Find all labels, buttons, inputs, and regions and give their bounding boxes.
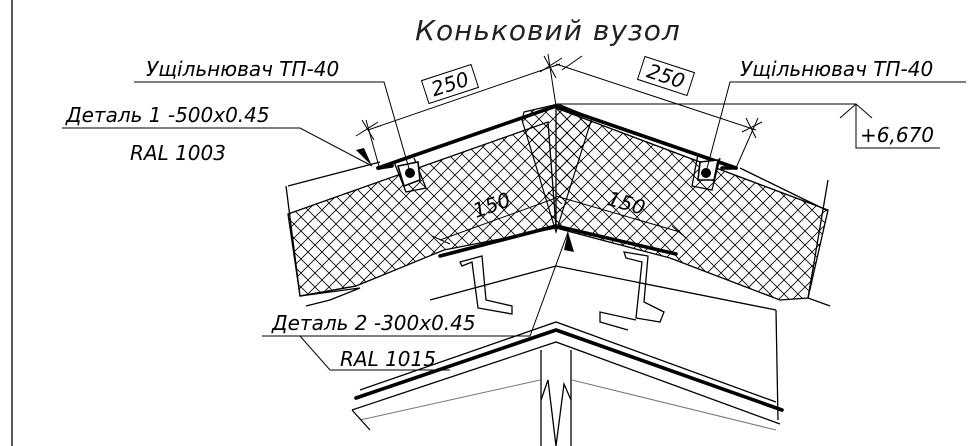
lower-roof-top [359,321,777,403]
left-panel-top-skin [287,161,381,187]
dim-ext-center [547,53,557,107]
dim-inner-left-line [439,197,557,241]
dim-box-left [420,63,480,105]
right-panel-top-skin [739,167,827,211]
dim-inner-ticks [431,191,687,245]
dim-right-250-line [555,63,757,131]
right-panel-outer-edge [807,179,831,307]
dim-inner-right-line [555,195,681,233]
roof-underline-left [359,379,541,421]
right-purlin-lower [599,311,637,331]
left-sealant-core [405,168,415,178]
label-detail-1-color: RAL 1003 [130,141,226,165]
dim-tick-center-r [561,55,583,71]
dim-tick-left [355,119,379,141]
elevation-arrow [839,103,873,119]
ridge-beam-break [540,379,572,446]
right-purlin [623,251,665,323]
ridge-cap-left-hem [376,164,394,170]
drawing-title: Коньковий вузол [415,14,681,47]
leader-sealant-left [134,81,411,173]
left-purlin [459,255,513,315]
left-sealant [393,157,427,193]
leader-detail-2 [262,231,569,337]
lower-roof-bottom [351,341,781,425]
right-sealant [691,153,721,191]
roof-underline-right [571,379,777,431]
right-sealant-core [701,168,711,178]
leader-sealant-right [705,81,966,173]
elevation-value: +6,670 [860,123,934,147]
label-sealant-left: Ущільнювач ТП-40 [146,57,339,81]
dim-tick-right [741,117,763,139]
dim-box-right [636,55,696,97]
inner-ridge-detail-2 [438,224,678,258]
label-sealant-right: Ущільнювач ТП-40 [740,57,933,81]
lower-roof-sheet [354,328,784,412]
right-sandwich-panel [555,107,829,301]
leader-detail-2-color [299,335,450,371]
label-detail-2-color: RAL 1015 [340,347,436,371]
left-sandwich-panel [287,121,557,297]
dim-ext-left [365,119,381,171]
leader-detail-1-arrow [356,148,372,166]
leader-detail-1 [62,127,373,167]
label-detail-1-name: Деталь 1 -500x0.45 [65,103,270,127]
elevation-line [556,103,940,149]
dim-tick-center [539,55,563,79]
roof-bottom-left-edge [351,409,371,431]
label-detail-2-name: Деталь 2 -300x0.45 [271,311,476,335]
lower-roof-right-edge [775,309,779,421]
leader-detail-2-arrow [564,232,574,252]
dim-top-right: 250 [644,59,688,94]
left-break-line [299,287,361,307]
dim-left-250-line [367,63,561,131]
